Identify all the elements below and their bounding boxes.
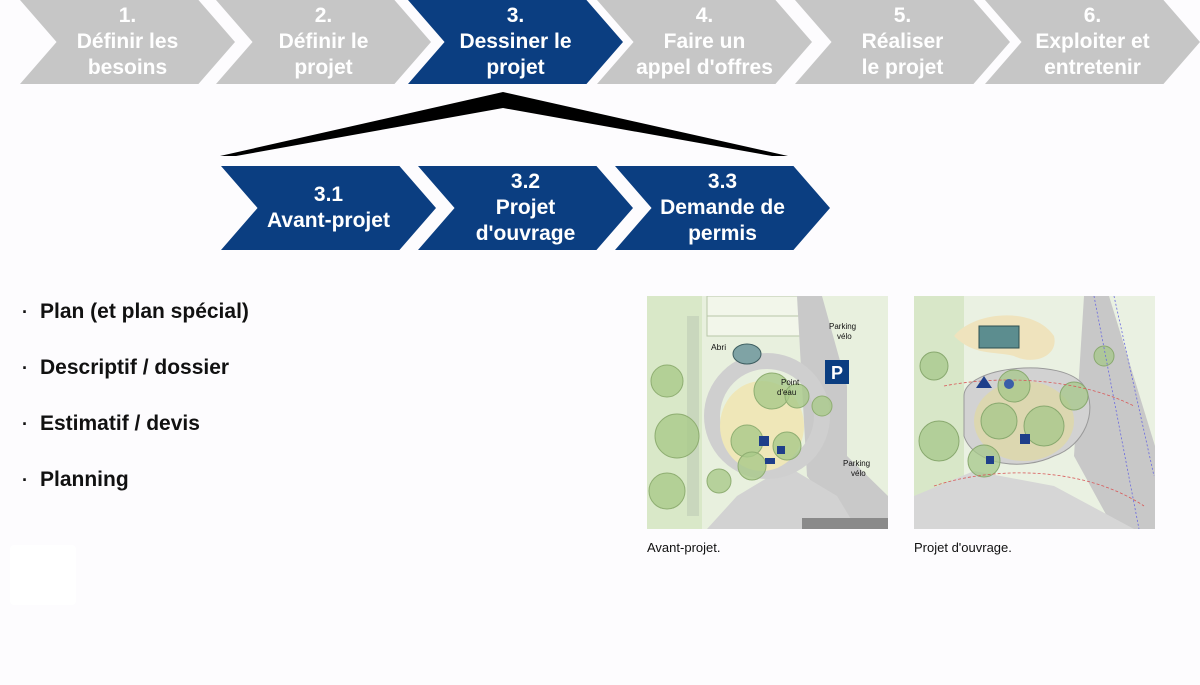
step-4-number: 4. <box>695 4 714 27</box>
bullet-dot: · <box>22 469 28 490</box>
step-2-line2: projet <box>294 56 353 79</box>
process-steps: 1. Définir les besoins 2. Définir le pro… <box>0 0 1200 90</box>
step-5-number: 5. <box>893 4 912 27</box>
projet-ouvrage-plan-image <box>914 296 1155 529</box>
blank-patch <box>10 545 76 605</box>
substep-3-2-number: 3.2 <box>510 170 541 193</box>
avant-projet-plan-drawing: P Abri Point d'eau Parking vélo Parking … <box>647 296 888 529</box>
plan-label-abri: Abri <box>711 342 726 352</box>
substep-3-3-chevron: 3.3 Demande de permis <box>615 166 830 250</box>
list-item: · Descriptif / dossier <box>22 354 249 382</box>
list-item: · Planning <box>22 466 249 494</box>
step-3-line1: Dessiner le <box>459 30 572 53</box>
substep-3-1-number: 3.1 <box>313 183 344 206</box>
step-5-line2: le projet <box>861 56 944 79</box>
step-6-chevron: 6. Exploiter et entretenir <box>985 0 1200 84</box>
bullet-dot: · <box>22 357 28 378</box>
step-6-line2: entretenir <box>1044 56 1141 79</box>
projet-ouvrage-caption: Projet d'ouvrage. <box>914 540 1012 555</box>
deliverable-plan: Plan (et plan spécial) <box>40 300 249 323</box>
substep-3-1-line1: Avant-projet <box>267 209 390 232</box>
step-6-number: 6. <box>1083 4 1102 27</box>
step-3-line2: projet <box>486 56 545 79</box>
step-3-number: 3. <box>506 4 525 27</box>
plan-label-point: Point <box>781 378 800 387</box>
deliverables-list: · Plan (et plan spécial) · Descriptif / … <box>22 298 249 522</box>
avant-projet-plan-image: P Abri Point d'eau Parking vélo Parking … <box>647 296 888 529</box>
substep-3-2-chevron: 3.2 Projet d'ouvrage <box>418 166 633 250</box>
step-2-number: 2. <box>314 4 333 27</box>
substep-3-1-chevron: 3.1 Avant-projet <box>221 166 436 250</box>
step-1-line1: Définir les <box>76 30 179 53</box>
substep-3-3-line1: Demande de <box>660 196 785 219</box>
bullet-dot: · <box>22 301 28 322</box>
step-4-line1: Faire un <box>663 30 746 53</box>
zoom-wedge <box>220 92 788 156</box>
substep-3-3-line2: permis <box>688 222 757 245</box>
plan-label-eau: d'eau <box>777 388 796 397</box>
list-item: · Plan (et plan spécial) <box>22 298 249 326</box>
avant-projet-caption: Avant-projet. <box>647 540 721 555</box>
substep-3-2-line2: d'ouvrage <box>475 222 576 245</box>
projet-ouvrage-plan-drawing <box>914 296 1155 529</box>
deliverable-planning: Planning <box>40 468 129 491</box>
step-1-line2: besoins <box>87 56 168 79</box>
step-5-line1: Réaliser <box>861 30 944 53</box>
plan-label-parking-bottom: Parking <box>843 459 870 468</box>
plan-label-velo-bottom: vélo <box>851 469 866 478</box>
plan-label-velo-top: vélo <box>837 332 852 341</box>
substep-3-2-line1: Projet <box>495 196 556 219</box>
step-1-number: 1. <box>118 4 137 27</box>
bullet-dot: · <box>22 413 28 434</box>
substep-3-3-number: 3.3 <box>707 170 738 193</box>
zoom-wedge-inner <box>236 108 772 156</box>
deliverable-estimatif: Estimatif / devis <box>40 412 200 435</box>
list-item: · Estimatif / devis <box>22 410 249 438</box>
step-4-line2: appel d'offres <box>636 56 773 79</box>
parking-sign: P <box>831 363 843 383</box>
deliverable-descriptif: Descriptif / dossier <box>40 356 230 379</box>
plan-label-parking-top: Parking <box>829 322 856 331</box>
step-6-line1: Exploiter et <box>1035 30 1150 53</box>
step-2-line1: Définir le <box>278 30 369 53</box>
